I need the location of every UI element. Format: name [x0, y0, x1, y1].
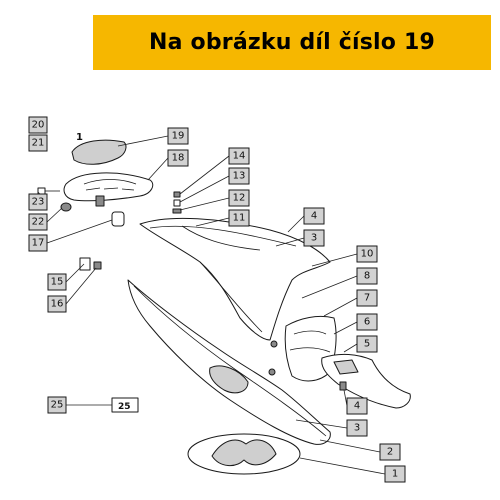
callout-17: 17 — [28, 234, 48, 252]
callout-21: 21 — [28, 134, 48, 152]
callout-22: 22 — [28, 213, 48, 231]
part-14-13-12-fasteners — [172, 191, 182, 214]
svg-text:25: 25 — [51, 400, 64, 411]
callout-18: 18 — [167, 149, 189, 167]
callout-20: 20 — [28, 116, 48, 134]
callout-4-lower: 4 — [346, 397, 368, 415]
callout-13: 13 — [228, 167, 250, 185]
part-2-side-panel — [127, 279, 331, 445]
callout-3-lower: 3 — [346, 419, 368, 437]
callout-7: 7 — [356, 289, 378, 307]
callout-1: 1 — [384, 465, 406, 483]
svg-text:8: 8 — [364, 271, 370, 282]
callout-8: 8 — [356, 267, 378, 285]
svg-text:3: 3 — [311, 233, 317, 244]
callout-12: 12 — [228, 189, 250, 207]
callout-5: 5 — [356, 335, 378, 353]
callout-6: 6 — [356, 313, 378, 331]
part-label-1: 1 — [76, 132, 83, 143]
part-5-footrest — [321, 353, 411, 409]
svg-text:3: 3 — [354, 423, 360, 434]
callout-14: 14 — [228, 147, 250, 165]
part-19-cover — [71, 139, 127, 165]
svg-text:7: 7 — [364, 293, 370, 304]
svg-text:11: 11 — [233, 213, 246, 224]
svg-text:10: 10 — [361, 249, 374, 260]
callout-23: 23 — [28, 193, 48, 211]
svg-text:2: 2 — [387, 447, 393, 458]
svg-text:21: 21 — [32, 138, 45, 149]
svg-text:13: 13 — [233, 171, 246, 182]
callout-16: 16 — [47, 295, 67, 313]
part-1-emblem — [187, 433, 301, 475]
callout-15: 15 — [47, 273, 67, 291]
part-18-carrier — [63, 172, 154, 207]
callout-11: 11 — [228, 209, 250, 227]
part-11-rear-body — [139, 217, 331, 341]
callout-19: 19 — [167, 127, 189, 145]
svg-text:19: 19 — [172, 131, 185, 142]
part-16-clip — [79, 257, 102, 271]
svg-text:16: 16 — [51, 299, 64, 310]
part-17-spacer — [111, 211, 125, 227]
svg-text:18: 18 — [172, 153, 185, 164]
title-text: Na obrázku díl číslo 19 — [149, 30, 435, 55]
svg-text:22: 22 — [32, 217, 45, 228]
svg-text:4: 4 — [354, 401, 360, 412]
svg-text:6: 6 — [364, 317, 370, 328]
svg-text:23: 23 — [32, 197, 45, 208]
callout-3-upper: 3 — [303, 229, 325, 247]
badge-text: 25 — [118, 402, 131, 412]
svg-text:12: 12 — [233, 193, 246, 204]
callout-4-upper: 4 — [303, 207, 325, 225]
svg-text:5: 5 — [364, 339, 370, 350]
svg-text:4: 4 — [311, 211, 317, 222]
svg-text:17: 17 — [32, 238, 45, 249]
title-banner: Na obrázku díl číslo 19 — [93, 15, 491, 70]
callout-2: 2 — [379, 443, 401, 461]
svg-text:14: 14 — [233, 151, 246, 162]
callout-10: 10 — [356, 245, 378, 263]
part-4-screw — [339, 381, 347, 391]
svg-text:15: 15 — [51, 277, 64, 288]
part-25-badge: 25 — [111, 397, 139, 413]
callout-25: 25 — [47, 396, 67, 414]
part-23-bolt — [37, 187, 60, 195]
part-22-washer — [60, 202, 72, 212]
svg-text:20: 20 — [32, 120, 45, 131]
svg-text:1: 1 — [392, 469, 398, 480]
